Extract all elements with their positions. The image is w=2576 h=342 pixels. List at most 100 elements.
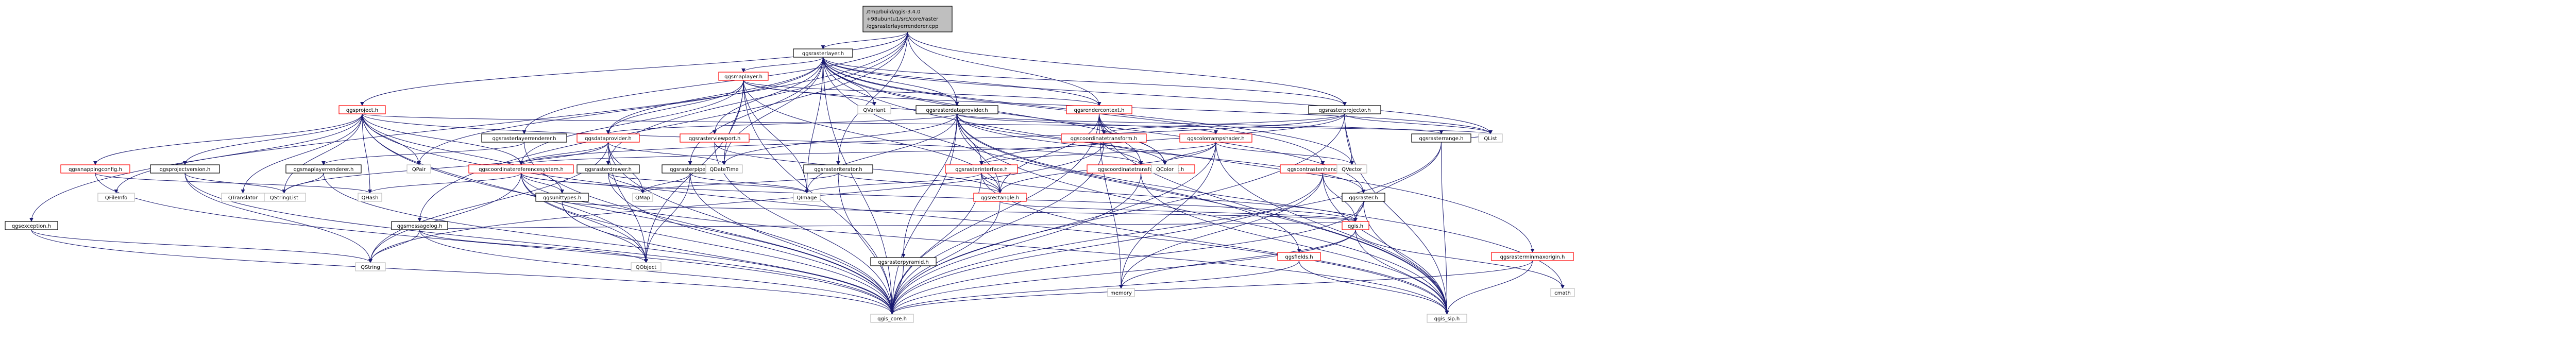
node-qgsrasterdataprovider-h[interactable]: qgsrasterdataprovider.h (916, 105, 998, 114)
edge-qgsproject_h-to-QFileInfo (114, 113, 363, 194)
node-label: qgsfields.h (1285, 254, 1313, 260)
node-qgsrasterinterface-h[interactable]: qgsrasterinterface.h (945, 164, 1018, 174)
edge-qgsrasteriterator_h-to-qgsrectangle_h (838, 173, 1002, 194)
node-box (1151, 164, 1179, 174)
node-label: qgsexception.h (12, 224, 51, 229)
node-QTranslator[interactable]: QTranslator (221, 193, 265, 202)
node-qgis-h[interactable]: qgis.h (1342, 221, 1369, 230)
edge-qgscoordinatetransform_h-to-qgscoordinatereferencesystem_h (519, 142, 1104, 165)
edge-qgsrasterpipe_h-to-QImage (690, 173, 809, 194)
edge-qgsrasterlayer_h-to-qgsmaplayer_h (741, 57, 823, 73)
node-qgssnappingconfig-h[interactable]: qgssnappingconfig.h (60, 164, 130, 174)
edge-qgsproject_h-to-QStringList (282, 113, 363, 194)
node-qgscolorrampshader-h[interactable]: qgscolorrampshader.h (1179, 133, 1252, 143)
edge-qgsrasterpipe_h-to-QObject (644, 173, 690, 263)
node-box (150, 164, 220, 174)
edge-qgscoordinatereferencesystem_h-to-QObject (521, 173, 648, 263)
edge-qgsrasterprojector_h-to-qgscoordinatetransform_h (1101, 113, 1345, 134)
edge-qgsmaplayer_h-to-qgsrendercontext_h (743, 80, 1101, 106)
node-QPair[interactable]: QPair (406, 164, 431, 174)
node-qgsrasterviewport-h[interactable]: qgsrasterviewport.h (680, 133, 750, 143)
node-qgsfields-h[interactable]: qgsfields.h (1277, 252, 1321, 261)
node-QHash[interactable]: QHash (358, 193, 382, 202)
node-qgscoordinatetransform-h[interactable]: qgscoordinatetransform.h (1061, 133, 1147, 143)
node-memory[interactable]: memory (1107, 288, 1135, 297)
node-QVector[interactable]: QVector (1336, 164, 1367, 174)
node-qgsrendercontext-h[interactable]: qgsrendercontext.h (1066, 105, 1132, 114)
edge-qgscoordinatereferencesystem_h-to-QString (368, 173, 521, 263)
node-label: qgsprojectversion.h (160, 167, 211, 173)
edge-qgsdataprovider_h-to-QObject (608, 142, 648, 263)
edge-qgsraster_h-to-qgis_h (1353, 201, 1364, 222)
edge-qgsfields_h-to-qgis_sip_h (1299, 260, 1449, 315)
node-qgsrasterdrawer-h[interactable]: qgsrasterdrawer.h (577, 164, 640, 174)
edge-qgscoordinatereferencesystem_h-to-qgsunittypes_h (521, 173, 564, 194)
node-qgsprojectversion-h[interactable]: qgsprojectversion.h (150, 164, 220, 174)
edge-qgsunittypes_h-to-qgis_h (562, 201, 1358, 222)
node-qgsdataprovider-h[interactable]: qgsdataprovider.h (577, 133, 640, 143)
node-qgsmessagelog-h[interactable]: qgsmessagelog.h (391, 221, 448, 230)
root-file-node[interactable]: /tmp/build/qgis-3.4.0 +98ubuntu1/src/cor… (862, 6, 953, 32)
node-cmath[interactable]: cmath (1550, 288, 1575, 297)
node-qgsrasteriterator-h[interactable]: qgsrasteriterator.h (803, 164, 873, 174)
node-label: QString (361, 265, 380, 270)
node-label: qgsproject.h (346, 108, 378, 113)
edge-qgscolorrampshader_h-to-qgsrasterinterface_h (979, 142, 1216, 165)
edge-qgsrasterprojector_h-to-qgis_sip_h (1344, 113, 1449, 315)
node-label: qgsdataprovider.h (585, 136, 632, 142)
node-box (1427, 314, 1467, 323)
node-qgsraster-h[interactable]: qgsraster.h (1342, 193, 1385, 202)
root-line-2: +98ubuntu1/src/core/raster (867, 16, 939, 22)
edge-qgsrasterdataprovider_h-to-qgsfields_h (957, 113, 1301, 253)
node-box (577, 164, 640, 174)
edge-qgsrasterdataprovider_h-to-qgsrasterpyramid_h (901, 113, 957, 258)
node-qgscoordinatetransformcontext-h[interactable]: qgscoordinatetransformcontext.h (1087, 164, 1195, 174)
edge-qgscontrastenhancement_h-to-qgis_core_h (890, 173, 1323, 315)
node-qgsunittypes-h[interactable]: qgsunittypes.h (535, 193, 589, 202)
node-qgis-core-h[interactable]: qgis_core.h (870, 314, 914, 323)
node-box (916, 105, 998, 114)
edge-qgsrendercontext_h-to-qgsrectangle_h (998, 113, 1099, 194)
node-QImage[interactable]: QImage (793, 193, 821, 202)
node-qgsrasterlayer-h[interactable]: qgsrasterlayer.h (793, 48, 853, 58)
node-qgsrasterrange-h[interactable]: qgsrasterrange.h (1411, 133, 1471, 143)
node-qgsrasterprojector-h[interactable]: qgsrasterprojector.h (1308, 105, 1381, 114)
node-qgsmaplayerrenderer-h[interactable]: qgsmaplayerrenderer.h (285, 164, 362, 174)
node-QList[interactable]: QList (1478, 133, 1503, 143)
node-QDateTime[interactable]: QDateTime (705, 164, 743, 174)
node-QColor[interactable]: QColor (1151, 164, 1179, 174)
node-label: qgsrasterviewport.h (689, 136, 741, 142)
node-QFileInfo[interactable]: QFileInfo (97, 193, 135, 202)
node-box (705, 164, 743, 174)
node-label: qgis.h (1348, 224, 1363, 229)
node-qgsrasterpyramid-h[interactable]: qgsrasterpyramid.h (870, 257, 937, 266)
edge-qgsrasterlayer_h-to-qgsrendercontext_h (823, 57, 1101, 106)
node-qgis-sip-h[interactable]: qgis_sip.h (1427, 314, 1467, 323)
node-qgsrasterlayerrenderer-h[interactable]: qgsrasterlayerrenderer.h (481, 133, 567, 143)
edge-qgsrasterlayer_h-to-QPair (417, 57, 823, 165)
node-box (1277, 252, 1321, 261)
edge-qgscoordinatereferencesystem_h-to-qgis_h (521, 173, 1358, 222)
node-qgsexception-h[interactable]: qgsexception.h (5, 221, 58, 230)
edge-qgsmaplayer_h-to-qgscoordinatereferencesystem_h (519, 80, 744, 165)
node-qgsrasterminmaxorigin-h[interactable]: qgsrasterminmaxorigin.h (1491, 252, 1574, 261)
edge-qgsproject_h-to-QHash (362, 113, 372, 194)
node-label: QColor (1156, 167, 1174, 173)
edge-qgsdataprovider_h-to-qgis_core_h (608, 142, 894, 315)
node-qgsmaplayer-h[interactable]: qgsmaplayer.h (718, 72, 769, 81)
edge-qgsmaplayer_h-to-qgsdataprovider_h (606, 80, 744, 134)
node-qgsrasterpipe-h[interactable]: qgsrasterpipe.h (662, 164, 719, 174)
node-QString[interactable]: QString (355, 262, 386, 271)
node-box (358, 193, 382, 202)
node-QStringList[interactable]: QStringList (262, 193, 306, 202)
node-QObject[interactable]: QObject (631, 262, 662, 271)
node-qgscoordinatereferencesystem-h[interactable]: qgscoordinatereferencesystem.h (468, 164, 574, 174)
node-qgsrectangle-h[interactable]: qgsrectangle.h (973, 193, 1027, 202)
edge-qgsmaplayer_h-to-QImage (743, 80, 809, 194)
edge-qgsmessagelog_h-to-QString (368, 229, 420, 263)
node-QMap[interactable]: QMap (632, 193, 653, 202)
node-QVariant[interactable]: QVariant (857, 105, 891, 114)
edge-qgsrasterlayer_h-to-qgsrasterviewport_h (713, 57, 823, 134)
node-qgsproject-h[interactable]: qgsproject.h (338, 105, 386, 114)
edge-qgsrasterpipe_h-to-qgis_core_h (690, 173, 894, 315)
